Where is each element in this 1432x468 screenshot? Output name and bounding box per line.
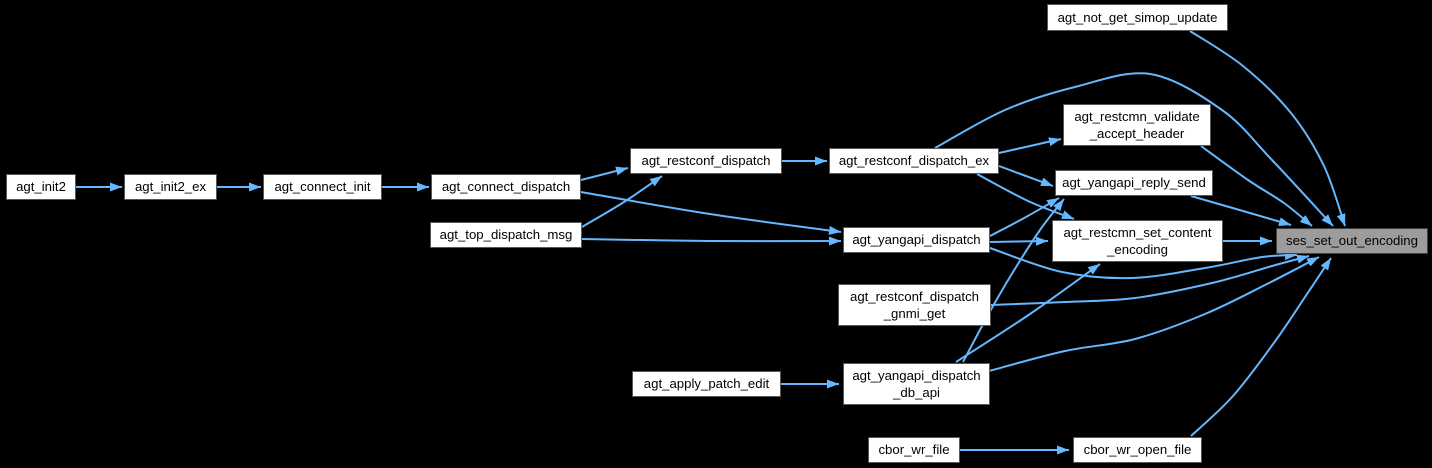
node-agt_yangapi_reply_send[interactable]: agt_yangapi_reply_send xyxy=(1055,170,1213,196)
node-label: agt_yangapi_dispatch xyxy=(852,367,981,383)
node-agt_restcmn_validate_accept_header[interactable]: agt_restcmn_validate _accept_header xyxy=(1063,104,1211,146)
edge-agt_top_dispatch_msg-to-agt_restconf_dispatch xyxy=(581,175,663,228)
edge-agt_yangapi_dispatch-to-ses_set_out_encoding xyxy=(989,247,1298,280)
edge-agt_restconf_dispatch_ex-to-agt_restcmn_validate_accept_header xyxy=(998,137,1062,154)
node-label: _encoding xyxy=(1107,242,1168,257)
node-label: _db_api xyxy=(893,385,940,400)
node-label: agt_yangapi_dispatch xyxy=(852,232,981,248)
node-label: cbor_wr_open_file xyxy=(1083,442,1192,458)
node-ses_set_out_encoding: ses_set_out_encoding xyxy=(1276,228,1428,254)
node-label: agt_yangapi_reply_send xyxy=(1062,175,1206,191)
edge-agt_restconf_dispatch_gnmi_get-to-ses_set_out_encoding xyxy=(990,254,1310,306)
node-agt_yangapi_dispatch[interactable]: agt_yangapi_dispatch xyxy=(843,227,990,253)
node-label: agt_connect_dispatch xyxy=(441,179,571,195)
node-cbor_wr_open_file[interactable]: cbor_wr_open_file xyxy=(1073,437,1202,463)
edge-agt_restconf_dispatch_ex-to-agt_yangapi_reply_send xyxy=(998,165,1054,187)
node-label: agt_connect_init xyxy=(274,179,371,195)
node-agt_init2_ex[interactable]: agt_init2_ex xyxy=(124,174,217,200)
node-agt_restcmn_set_content_encoding[interactable]: agt_restcmn_set_content _encoding xyxy=(1052,220,1223,262)
node-agt_yangapi_dispatch_db_api[interactable]: agt_yangapi_dispatch _db_api xyxy=(843,363,990,405)
node-label: ses_set_out_encoding xyxy=(1286,233,1418,249)
node-agt_connect_init[interactable]: agt_connect_init xyxy=(263,174,382,200)
node-label: agt_init2_ex xyxy=(134,179,207,195)
edge-agt_restconf_dispatch_ex-to-agt_restcmn_set_content_encoding xyxy=(976,173,1075,220)
node-agt_restconf_dispatch_ex[interactable]: agt_restconf_dispatch_ex xyxy=(829,148,999,174)
node-agt_apply_patch_edit[interactable]: agt_apply_patch_edit xyxy=(632,371,781,397)
node-label: _gnmi_get xyxy=(883,306,946,321)
node-label: agt_restconf_dispatch xyxy=(641,153,771,169)
node-agt_connect_dispatch[interactable]: agt_connect_dispatch xyxy=(431,174,581,200)
node-agt_restconf_dispatch[interactable]: agt_restconf_dispatch xyxy=(630,148,782,174)
node-label: agt_apply_patch_edit xyxy=(643,376,770,392)
node-label: cbor_wr_file xyxy=(878,442,950,458)
node-agt_top_dispatch_msg[interactable]: agt_top_dispatch_msg xyxy=(430,222,582,248)
node-agt_not_get_simop_update[interactable]: agt_not_get_simop_update xyxy=(1047,4,1228,31)
node-label: agt_not_get_simop_update xyxy=(1057,9,1218,25)
node-label: agt_restconf_dispatch xyxy=(849,288,980,304)
edge-agt_not_get_simop_update-to-ses_set_out_encoding xyxy=(1189,30,1346,227)
edge-agt_connect_dispatch-to-agt_restconf_dispatch xyxy=(580,166,629,181)
edge-agt_yangapi_dispatch-to-agt_restcmn_set_content_encoding xyxy=(989,236,1049,246)
node-label: agt_init2 xyxy=(16,179,66,195)
edge-agt_top_dispatch_msg-to-agt_yangapi_dispatch xyxy=(581,236,842,246)
edge-agt_yangapi_dispatch_db_api-to-agt_restcmn_set_content_encoding xyxy=(955,263,1101,363)
node-label: agt_restcmn_validate xyxy=(1074,108,1200,124)
node-label: _accept_header xyxy=(1089,126,1185,141)
node-label: agt_restconf_dispatch_ex xyxy=(838,153,990,169)
node-label: agt_restcmn_set_content xyxy=(1063,224,1212,240)
edge-agt_restcmn_validate_accept_header-to-ses_set_out_encoding xyxy=(1200,145,1313,227)
edge-cbor_wr_open_file-to-ses_set_out_encoding xyxy=(1190,257,1332,437)
edge-agt_yangapi_dispatch_db_api-to-ses_set_out_encoding xyxy=(988,256,1320,372)
node-agt_restconf_dispatch_gnmi_get[interactable]: agt_restconf_dispatch _gnmi_get xyxy=(838,284,991,326)
node-label: agt_top_dispatch_msg xyxy=(439,227,573,243)
edge-agt_yangapi_dispatch-to-agt_yangapi_reply_send xyxy=(989,197,1060,237)
edge-agt_connect_dispatch-to-agt_yangapi_dispatch xyxy=(580,191,842,235)
edge-agt_restconf_dispatch_ex-to-ses_set_out_encoding xyxy=(934,72,1334,227)
edge-agt_yangapi_reply_send-to-ses_set_out_encoding xyxy=(1190,195,1292,227)
node-cbor_wr_file[interactable]: cbor_wr_file xyxy=(868,437,960,463)
node-agt_init2[interactable]: agt_init2 xyxy=(6,174,76,200)
edge-agt_yangapi_dispatch_db_api-to-agt_yangapi_reply_send xyxy=(962,198,1065,363)
